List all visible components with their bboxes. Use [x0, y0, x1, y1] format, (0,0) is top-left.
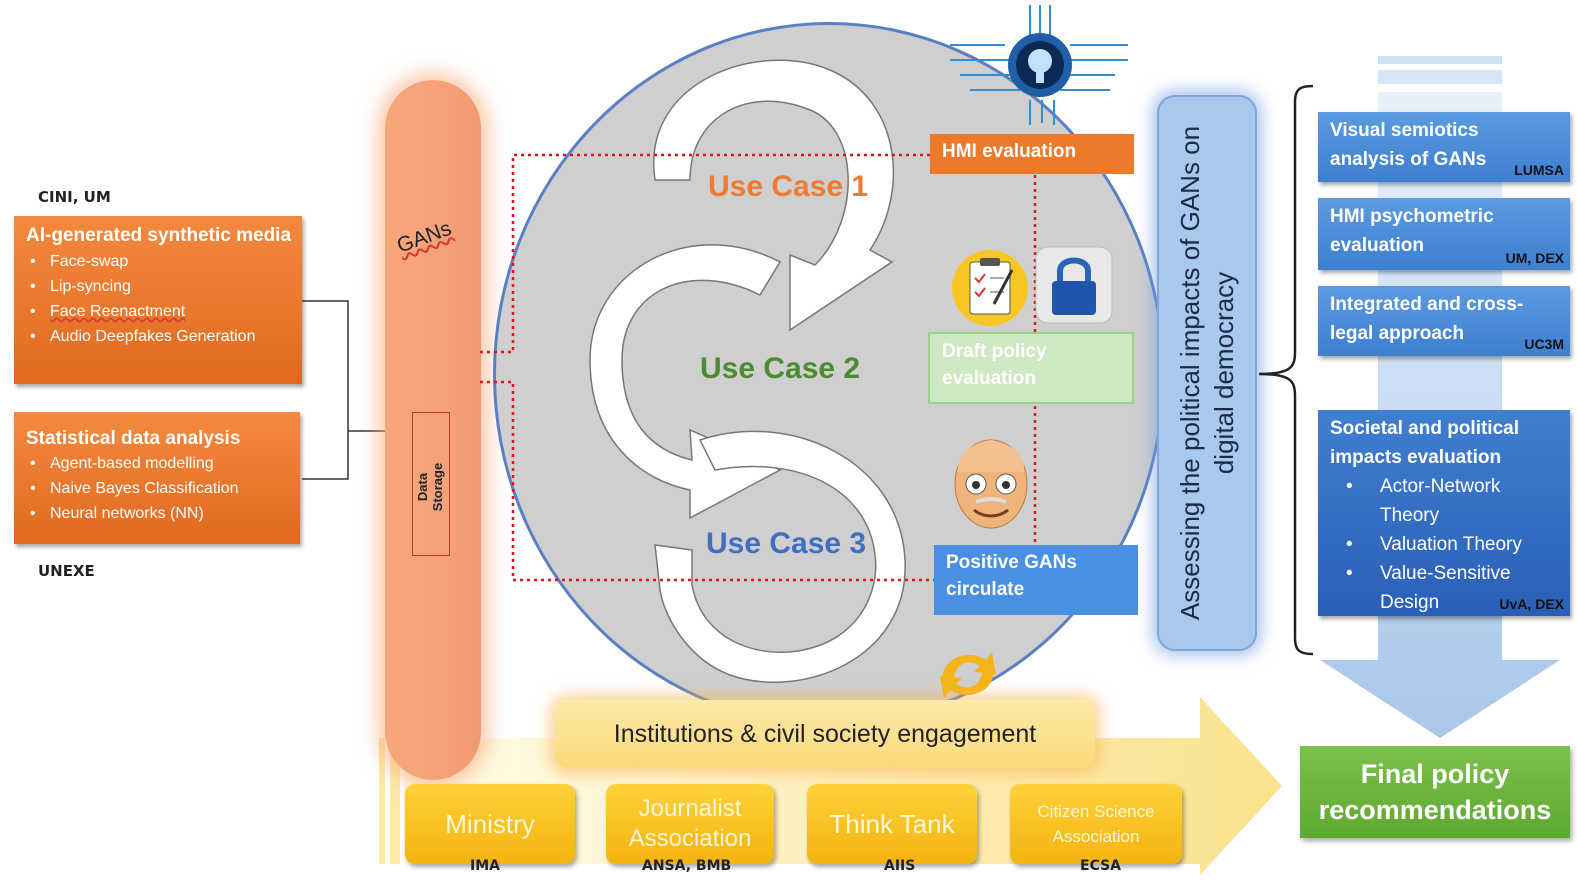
assessing-text: Assessing the political impacts of GANs … — [1175, 125, 1239, 621]
engagement-box: Institutions & civil society engagement — [555, 700, 1095, 768]
box-partner: LUMSA — [1514, 162, 1564, 178]
cross-legal-box: Integrated and cross-legal approach UC3M — [1318, 286, 1570, 356]
ministry-box: Ministry — [405, 784, 575, 864]
face-icon — [954, 439, 1028, 529]
ai-chip-icon — [950, 5, 1128, 125]
box-partner: UvA, DEX — [1499, 596, 1564, 612]
org-partner: ANSA, BMB — [642, 858, 732, 874]
use-case-1: Use Case 1 — [708, 170, 869, 203]
org-partner: IMA — [470, 858, 500, 874]
box-partner: UC3M — [1524, 336, 1564, 352]
visual-semiotics-box: Visual semiotics analysis of GANs LUMSA — [1318, 112, 1570, 182]
final-policy-box: Final policy recommendations — [1300, 746, 1570, 838]
list-item: Naive Bayes Classification — [30, 476, 300, 501]
think-tank-box: Think Tank — [807, 784, 977, 864]
refresh-icon — [940, 652, 996, 698]
positive-gans-box: Positive GANs circulate — [934, 545, 1138, 615]
clipboard-icon — [952, 250, 1028, 326]
list-item: Lip-syncing — [30, 274, 302, 299]
hmi-evaluation-box: HMI evaluation — [930, 134, 1134, 174]
left-connector — [302, 300, 390, 480]
list-item: Face-swap — [30, 249, 302, 274]
box-title: Societal and political impacts evaluatio… — [1330, 418, 1519, 468]
list-item: Value-Sensitive Design — [1346, 559, 1530, 617]
use-case-3: Use Case 3 — [706, 527, 867, 560]
statistical-analysis-title: Statistical data analysis — [26, 428, 241, 449]
data-storage-box — [412, 412, 450, 556]
gans-column — [385, 80, 481, 780]
use-case-2: Use Case 2 — [700, 352, 861, 385]
draft-policy-box: Draft policy evaluation — [928, 332, 1134, 404]
box-partner: UM, DEX — [1505, 250, 1564, 266]
citizen-science-box: Citizen Science Association — [1010, 784, 1182, 864]
org-name: Ministry — [445, 808, 535, 839]
box-title: HMI psychometric evaluation — [1330, 206, 1494, 256]
synthetic-media-box: AI-generated synthetic media Face-swap L… — [14, 216, 302, 384]
journalist-association-box: Journalist Association — [606, 784, 774, 864]
lock-icon — [1035, 246, 1113, 324]
box-title: Visual semiotics analysis of GANs — [1330, 120, 1487, 170]
left-bottom-partner: UNEXE — [38, 562, 95, 580]
org-name: Think Tank — [829, 808, 955, 839]
org-partner: AIIS — [884, 858, 916, 874]
list-item: Face Reenactment — [30, 299, 302, 324]
org-name: Citizen Science Association — [1037, 802, 1155, 846]
list-item: Neural networks (NN) — [30, 501, 300, 526]
box-title: Integrated and cross-legal approach — [1330, 294, 1524, 344]
list-item: Valuation Theory — [1346, 530, 1558, 559]
list-item: Agent-based modelling — [30, 451, 300, 476]
assessing-box — [1157, 95, 1257, 651]
hmi-psychometric-box: HMI psychometric evaluation UM, DEX — [1318, 198, 1570, 270]
org-partner: ECSA — [1080, 858, 1122, 874]
societal-impacts-box: Societal and political impacts evaluatio… — [1318, 410, 1570, 616]
right-bracket — [1258, 84, 1314, 656]
list-item: Actor-Network Theory — [1346, 472, 1530, 530]
synthetic-media-title: AI-generated synthetic media — [26, 225, 292, 246]
statistical-analysis-box: Statistical data analysis Agent-based mo… — [14, 412, 300, 544]
list-item: Audio Deepfakes Generation — [30, 324, 302, 349]
left-top-partners: CINI, UM — [38, 188, 111, 206]
org-name: Journalist Association — [628, 795, 752, 852]
